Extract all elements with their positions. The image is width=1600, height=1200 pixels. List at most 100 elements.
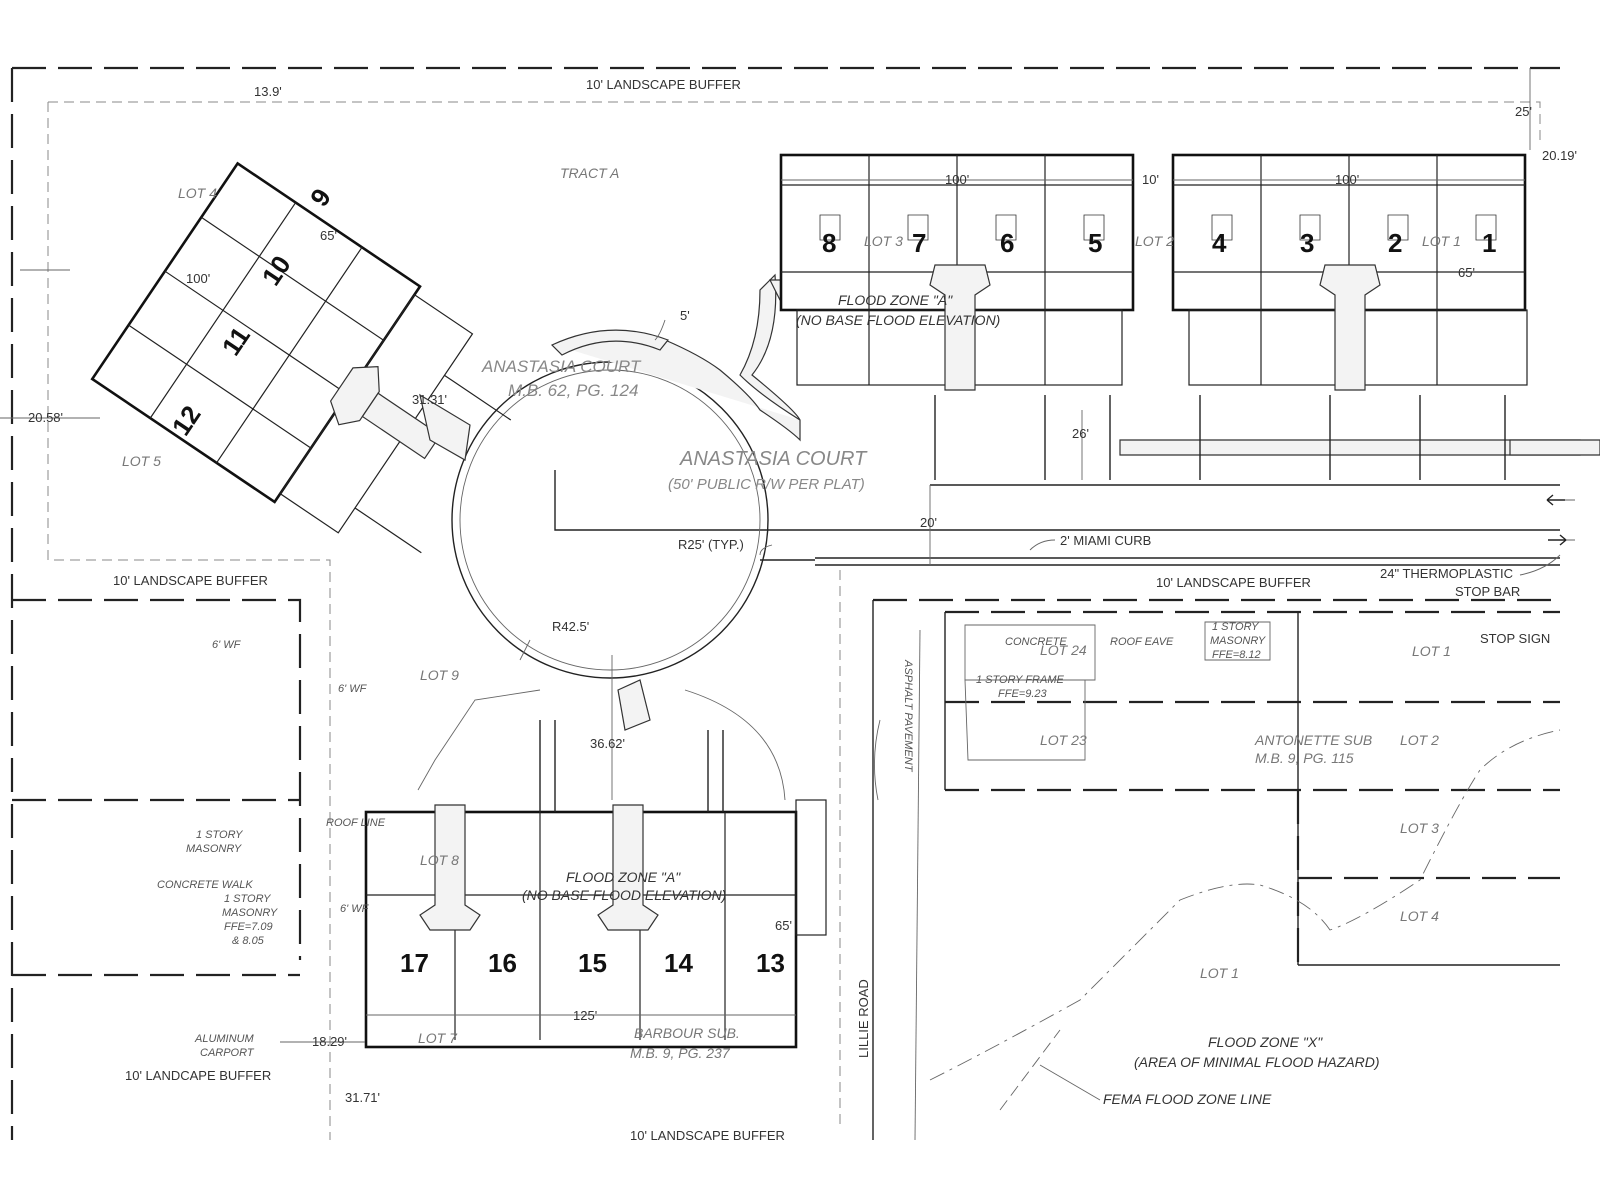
- lot-2-label: LOT 2: [1135, 233, 1174, 249]
- flood-zone-a-south: FLOOD ZONE "A": [566, 869, 681, 885]
- story-frame-label: 1 STORY FRAME: [976, 674, 1064, 686]
- lot-3-label: LOT 3: [864, 233, 903, 249]
- dim-125: 125': [573, 1008, 597, 1023]
- dim-13-9: 13.9': [254, 84, 282, 99]
- unit-14: 14: [664, 948, 693, 978]
- e-lot-1-label: LOT 1: [1412, 643, 1451, 659]
- lillie-road-label: LILLIE ROAD: [856, 979, 871, 1058]
- e-lot-4-label: LOT 4: [1400, 908, 1439, 924]
- unit-7: 7: [912, 228, 926, 258]
- dim-26: 26': [1072, 426, 1089, 441]
- unit-2: 2: [1388, 228, 1402, 258]
- building-west: [90, 161, 512, 554]
- roof-line-label: ROOF LINE: [326, 817, 386, 829]
- dim-31-71: 31.71': [345, 1090, 380, 1105]
- unit-16: 16: [488, 948, 517, 978]
- aluminum-label: ALUMINUM: [194, 1033, 255, 1045]
- dim-20-19: 20.19': [1542, 148, 1577, 163]
- unit-4: 4: [1212, 228, 1227, 258]
- lot-9-label: LOT 9: [420, 667, 459, 683]
- e-lot-3-label: LOT 3: [1400, 820, 1439, 836]
- flood-zone-x-note: (AREA OF MINIMAL FLOOD HAZARD): [1134, 1054, 1380, 1070]
- flood-zone-a-east-note: (NO BASE FLOOD ELEVATION): [796, 312, 1000, 328]
- wf-1: 6' WF: [212, 639, 242, 651]
- dim-65-c: 65': [775, 918, 792, 933]
- unit-13: 13: [756, 948, 785, 978]
- dim-10: 10': [1142, 172, 1159, 187]
- flood-zone-x: FLOOD ZONE "X": [1208, 1034, 1323, 1050]
- unit-17: 17: [400, 948, 429, 978]
- lot-7-label: LOT 7: [418, 1030, 458, 1046]
- fema-line-label: FEMA FLOOD ZONE LINE: [1103, 1091, 1272, 1107]
- antonette-subdivision: [872, 598, 1561, 1140]
- left-masonry2-label: MASONRY: [222, 907, 278, 919]
- stop-bar-label: STOP BAR: [1455, 584, 1520, 599]
- thermo-label: 24" THERMOPLASTIC: [1380, 566, 1513, 581]
- story-masonry-label: 1 STORY: [1212, 621, 1259, 633]
- tract-a-label: TRACT A: [560, 165, 619, 181]
- carport-label: CARPORT: [200, 1047, 255, 1059]
- barbour-label: BARBOUR SUB.: [634, 1025, 740, 1041]
- dim-20-58: 20.58': [28, 410, 63, 425]
- buffer-left-label: 10' LANDSCAPE BUFFER: [113, 573, 268, 588]
- unit-8: 8: [822, 228, 836, 258]
- lot-1a-label: LOT 1: [1422, 233, 1461, 249]
- dim-100-a: 100': [945, 172, 969, 187]
- unit-6: 6: [1000, 228, 1014, 258]
- dim-20: 20': [920, 515, 937, 530]
- dim-5: 5': [680, 308, 690, 323]
- unit-1: 1: [1482, 228, 1496, 258]
- anastasia-court-street: [417, 273, 1600, 801]
- anastasia-plat-label: ANASTASIA COURT: [481, 357, 642, 376]
- r25-label: R25' (TYP.): [678, 537, 744, 552]
- dimension-lines: [0, 68, 1575, 1043]
- concrete-walk-label: CONCRETE WALK: [157, 879, 253, 891]
- buffer-bottom-left-label: 10' LANDCAPE BUFFER: [125, 1068, 271, 1083]
- lot-4-label: LOT 4: [178, 185, 217, 201]
- dim-36-62: 36.62': [590, 736, 625, 751]
- lot-8-label: LOT 8: [420, 852, 459, 868]
- lot-23-label: LOT 23: [1040, 732, 1087, 748]
- roof-eave-label: ROOF EAVE: [1110, 636, 1174, 648]
- street-row-label: (50' PUBLIC R/W PER PLAT): [668, 476, 865, 493]
- stop-sign-label: STOP SIGN: [1480, 631, 1550, 646]
- unit-9: 9: [304, 183, 337, 212]
- dim-18-29: 18.29': [312, 1034, 347, 1049]
- barbour-ref: M.B. 9, PG. 237: [630, 1045, 731, 1061]
- buffer-top-label: 10' LANDSCAPE BUFFER: [586, 77, 741, 92]
- street-name-label: ANASTASIA COURT: [679, 448, 868, 470]
- dim-25: 25': [1515, 104, 1532, 119]
- buffer-bottom-label: 10' LANDSCAPE BUFFER: [630, 1128, 785, 1143]
- dim-100-b: 100': [1335, 172, 1359, 187]
- ffe-923-label: FFE=9.23: [998, 688, 1047, 700]
- unit-15: 15: [578, 948, 607, 978]
- unit-5: 5: [1088, 228, 1102, 258]
- left-ffe2-label: & 8.05: [232, 935, 265, 947]
- miami-curb-label: 2' MIAMI CURB: [1060, 533, 1151, 548]
- flood-zone-a-south-note: (NO BASE FLOOD ELEVATION): [522, 887, 726, 903]
- property-boundary: [10, 66, 1560, 1140]
- s-lot-1-label: LOT 1: [1200, 965, 1239, 981]
- west-walk: [419, 393, 471, 461]
- flood-zone-a-east: FLOOD ZONE "A": [838, 292, 953, 308]
- anastasia-plat-ref: M.B. 62, PG. 124: [508, 381, 638, 400]
- left-masonry-label: MASONRY: [186, 843, 242, 855]
- antonette-label: ANTONETTE SUB: [1254, 732, 1372, 748]
- antonette-ref: M.B. 9, PG. 115: [1255, 750, 1354, 766]
- lot-24-label: LOT 24: [1040, 642, 1087, 658]
- left-story-label: 1 STORY: [196, 829, 243, 841]
- building-east: [779, 153, 1528, 391]
- masonry-label: MASONRY: [1210, 635, 1266, 647]
- r42-label: R42.5': [552, 619, 589, 634]
- dim-65-a: 65': [1458, 265, 1475, 280]
- ffe-812-label: FFE=8.12: [1212, 649, 1261, 661]
- dim-65-b: 65': [320, 228, 337, 243]
- e-lot-2-label: LOT 2: [1400, 732, 1439, 748]
- unit-3: 3: [1300, 228, 1314, 258]
- asphalt-label: ASPHALT PAVEMENT: [902, 659, 914, 773]
- dim-31-31: 31.31': [412, 392, 447, 407]
- building-south: [364, 679, 827, 1049]
- left-story2-label: 1 STORY: [224, 893, 271, 905]
- concrete-label: CONCRETE: [1005, 636, 1067, 648]
